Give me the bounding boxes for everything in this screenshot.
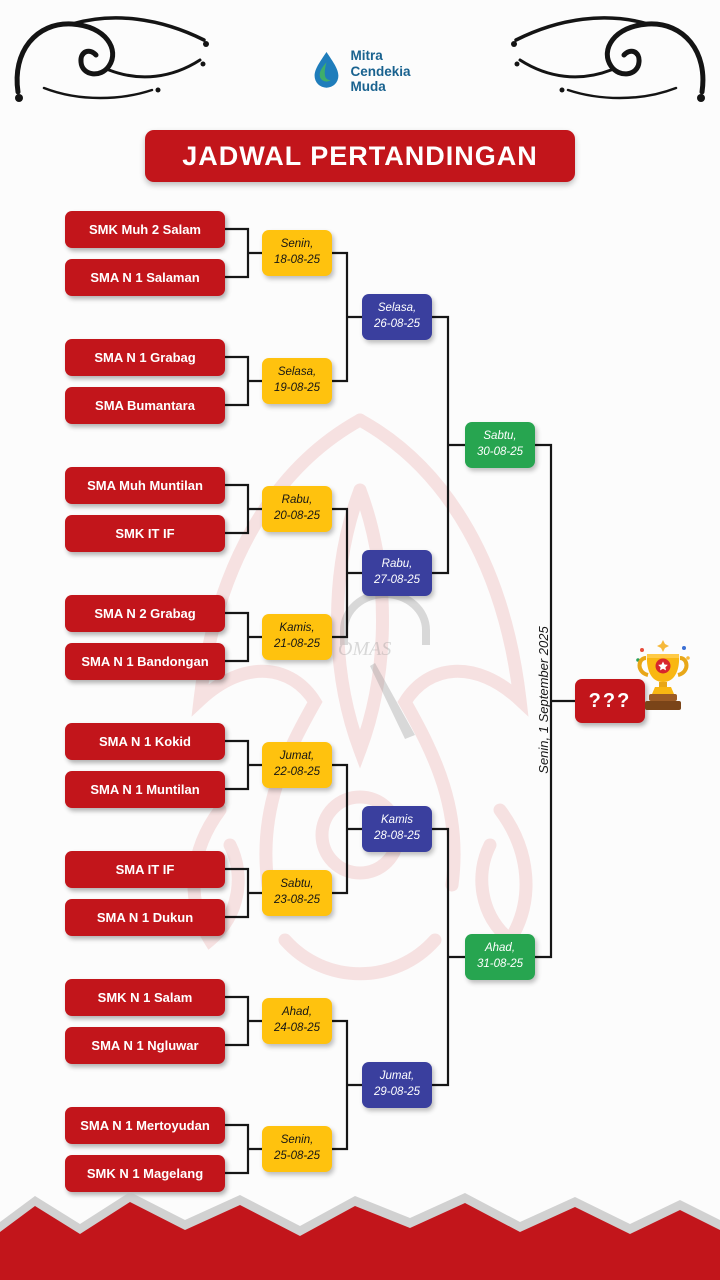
final-winner-placeholder: ??? [588,689,632,712]
match-day: Sabtu, [280,878,314,891]
match-day: Selasa, [277,366,317,379]
trophy-icon [634,640,692,723]
match-day: Jumat, [279,750,315,763]
match-day: Jumat, [379,1070,415,1083]
match-day: Senin, [280,238,314,251]
quarterfinal-date-badge: Selasa, 26-08-25 [362,294,432,340]
title-banner: JADWAL PERTANDINGAN [145,130,575,182]
emblem-watermark: OMAS [338,590,430,739]
team-name: SMK Muh 2 Salam [89,222,201,237]
match-date-badge: Jumat, 22-08-25 [262,742,332,788]
match-date-badge: Senin, 18-08-25 [262,230,332,276]
team-box: SMA N 1 Kokid [65,723,225,760]
page-title: JADWAL PERTANDINGAN [182,140,538,171]
team-box: SMK IT IF [65,515,225,552]
team-name: SMK N 1 Salam [97,990,193,1005]
match-day: Ahad, [484,942,516,955]
logo-text: Mitra Cendekia Muda [350,48,410,95]
team-box: SMA N 2 Grabag [65,595,225,632]
team-name: SMA N 1 Ngluwar [91,1038,199,1053]
team-name: SMA Muh Muntilan [87,478,203,493]
team-box: SMA IT IF [65,851,225,888]
corner-flourish-left [10,10,210,110]
match-date: 23-08-25 [273,894,321,906]
quarterfinal-date-badge: Jumat, 29-08-25 [362,1062,432,1108]
team-box: SMA N 1 Muntilan [65,771,225,808]
match-date: 19-08-25 [273,382,321,394]
team-name: SMA N 1 Grabag [94,350,196,365]
match-date: 26-08-25 [373,318,421,330]
match-date: 24-08-25 [273,1022,321,1034]
team-box: SMA Muh Muntilan [65,467,225,504]
match-day: Ahad, [281,1006,313,1019]
team-name: SMK IT IF [115,526,175,541]
match-day: Senin, [280,1134,314,1147]
quarterfinal-date-badge: Kamis 28-08-25 [362,806,432,852]
semifinal-date-badge: Ahad, 31-08-25 [465,934,535,980]
logo: Mitra Cendekia Muda [309,48,411,95]
match-date: 31-08-25 [476,958,524,970]
emblem-watermark-text: OMAS [338,638,391,660]
match-day: Kamis, [279,622,315,635]
match-day: Selasa, [377,302,417,315]
match-day: Rabu, [381,558,413,571]
team-box: SMK N 1 Salam [65,979,225,1016]
match-date: 30-08-25 [476,446,524,458]
team-name: SMA N 1 Bandongan [81,654,209,669]
match-date-badge: Kamis, 21-08-25 [262,614,332,660]
match-date: 21-08-25 [273,638,321,650]
team-name: SMA N 1 Dukun [96,910,194,925]
logo-line-1: Mitra [350,48,383,63]
match-date-badge: Senin, 25-08-25 [262,1126,332,1172]
team-name: SMA IT IF [115,862,175,877]
match-date: 18-08-25 [273,254,321,266]
logo-drop-icon [309,50,343,93]
team-box: SMA N 1 Salaman [65,259,225,296]
torn-paper-edge [0,1192,720,1280]
team-box: SMK N 1 Magelang [65,1155,225,1192]
match-date: 29-08-25 [373,1086,421,1098]
team-name: SMA N 1 Salaman [90,270,200,285]
final-date-label: Senin, 1 September 2025 [536,626,551,774]
match-date-badge: Rabu, 20-08-25 [262,486,332,532]
final-winner-box: ??? [575,679,645,723]
team-box: SMA N 1 Ngluwar [65,1027,225,1064]
team-name: SMA N 1 Kokid [99,734,191,749]
match-day: Sabtu, [483,430,517,443]
team-name: SMK N 1 Magelang [86,1166,204,1181]
match-date: 22-08-25 [273,766,321,778]
match-date: 27-08-25 [373,574,421,586]
team-name: SMA N 1 Muntilan [90,782,200,797]
match-day: Kamis [381,814,413,827]
match-date: 25-08-25 [273,1150,321,1162]
corner-flourish-right [510,10,710,110]
logo-line-3: Muda [350,79,386,95]
logo-line-2: Cendekia [350,63,411,79]
team-name: SMA Bumantara [95,398,195,413]
match-date-badge: Ahad, 24-08-25 [262,998,332,1044]
match-date: 28-08-25 [373,830,421,842]
team-box: SMA N 1 Dukun [65,899,225,936]
match-day: Rabu, [281,494,313,507]
semifinal-date-badge: Sabtu, 30-08-25 [465,422,535,468]
quarterfinal-date-badge: Rabu, 27-08-25 [362,550,432,596]
match-date-badge: Sabtu, 23-08-25 [262,870,332,916]
team-box: SMA N 1 Bandongan [65,643,225,680]
team-box: SMK Muh 2 Salam [65,211,225,248]
match-date-badge: Selasa, 19-08-25 [262,358,332,404]
team-box: SMA Bumantara [65,387,225,424]
team-box: SMA N 1 Mertoyudan [65,1107,225,1144]
team-name: SMA N 1 Mertoyudan [80,1118,210,1133]
team-box: SMA N 1 Grabag [65,339,225,376]
match-date: 20-08-25 [273,510,321,522]
team-name: SMA N 2 Grabag [94,606,196,621]
